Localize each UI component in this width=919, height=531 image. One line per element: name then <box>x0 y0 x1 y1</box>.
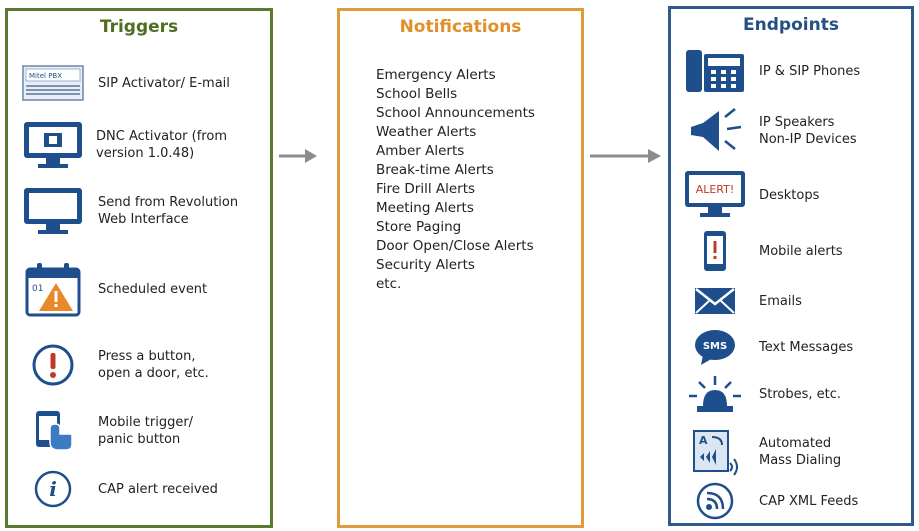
mobile-alert-icon <box>671 229 759 273</box>
trigger-item-sip-activator: Mitel PBX SIP Activator/ E-mail <box>8 63 270 103</box>
desk-phone-icon <box>671 48 759 94</box>
trigger-label: Scheduled event <box>98 281 208 297</box>
endpoints-title: Endpoints <box>743 15 839 35</box>
svg-text:A: A <box>699 434 708 447</box>
svg-text:SMS: SMS <box>703 341 727 352</box>
notification-item: Fire Drill Alerts <box>376 181 476 197</box>
trigger-item-cap-alert: i CAP alert received <box>8 469 270 509</box>
endpoint-label: Automated Mass Dialing <box>759 436 842 468</box>
notification-item: Break-time Alerts <box>376 162 494 178</box>
envelope-icon <box>671 286 759 316</box>
svg-text:i: i <box>49 477 57 501</box>
triggers-title: Triggers <box>99 17 179 37</box>
strobe-light-icon <box>671 374 759 414</box>
endpoint-label: Mobile alerts <box>759 243 843 259</box>
trigger-label: Mobile trigger/ panic button <box>98 415 194 447</box>
endpoint-label: Desktops <box>759 187 820 203</box>
rss-feed-icon <box>671 481 759 521</box>
exclamation-circle-icon <box>8 343 98 387</box>
calendar-warning-icon: 01 <box>8 261 98 317</box>
triggers-panel: Triggers Mitel PBX SIP Activator/ E-mail <box>5 8 273 528</box>
endpoint-item-desktops: ALERT! Desktops <box>671 169 911 221</box>
trigger-item-dnc-activator: DNC Activator (from version 1.0.48) <box>8 119 270 171</box>
svg-text:ALERT!: ALERT! <box>696 183 735 196</box>
notification-item: School Bells <box>376 86 458 102</box>
pbx-device-icon: Mitel PBX <box>8 65 98 101</box>
trigger-label: CAP alert received <box>98 481 218 497</box>
notifications-list: Emergency Alerts School Bells School Ann… <box>376 66 535 294</box>
svg-text:01: 01 <box>32 284 43 294</box>
trigger-label: Press a button, open a door, etc. <box>98 349 209 381</box>
trigger-item-mobile-trigger: Mobile trigger/ panic button <box>8 407 270 455</box>
notifications-panel: Notifications Emergency Alerts School Be… <box>337 8 584 528</box>
notification-item: School Announcements <box>376 105 535 121</box>
endpoint-item-mobile-alerts: Mobile alerts <box>671 229 911 273</box>
notifications-title: Notifications <box>399 17 522 37</box>
endpoint-label: IP Speakers Non-IP Devices <box>759 115 857 147</box>
endpoint-item-text-messages: SMS Text Messages <box>671 327 911 367</box>
endpoint-item-mass-dialing: A Automated Mass Dialing <box>671 427 911 477</box>
desktop-alert-icon: ALERT! <box>671 169 759 221</box>
endpoint-item-emails: Emails <box>671 283 911 319</box>
endpoints-panel: Endpoints IP & SIP Phones <box>668 6 914 526</box>
sms-bubble-icon: SMS <box>671 327 759 367</box>
endpoint-item-ip-speakers: IP Speakers Non-IP Devices <box>671 105 911 157</box>
trigger-label: Send from Revolution Web Interface <box>98 195 239 227</box>
endpoint-item-ip-phones: IP & SIP Phones <box>671 47 911 95</box>
trigger-label: DNC Activator (from version 1.0.48) <box>96 129 227 161</box>
endpoint-label: Strobes, etc. <box>759 386 842 402</box>
mass-dialing-icon: A <box>671 427 759 477</box>
arrow-triggers-to-notifications <box>279 149 317 163</box>
endpoint-label: CAP XML Feeds <box>759 493 859 509</box>
monitor-icon <box>8 186 98 236</box>
info-circle-icon: i <box>8 469 98 509</box>
notification-item: Door Open/Close Alerts <box>376 238 534 254</box>
monitor-dnc-icon <box>8 120 98 170</box>
notification-item: etc. <box>376 276 402 292</box>
trigger-label: SIP Activator/ E-mail <box>98 75 230 91</box>
trigger-item-press-button: Press a button, open a door, etc. <box>8 343 270 387</box>
endpoint-item-cap-xml: CAP XML Feeds <box>671 481 911 521</box>
notification-item: Security Alerts <box>376 257 475 273</box>
endpoint-label: IP & SIP Phones <box>759 63 861 79</box>
speaker-icon <box>671 107 759 155</box>
notification-item: Meeting Alerts <box>376 200 474 216</box>
svg-text:Mitel PBX: Mitel PBX <box>29 72 62 80</box>
endpoint-label: Emails <box>759 293 802 309</box>
notification-item: Weather Alerts <box>376 124 477 140</box>
notification-item: Store Paging <box>376 219 462 235</box>
trigger-item-web-interface: Send from Revolution Web Interface <box>8 186 270 236</box>
mobile-touch-icon <box>8 408 98 454</box>
trigger-item-scheduled-event: 01 Scheduled event <box>8 261 270 317</box>
endpoint-label: Text Messages <box>759 339 854 355</box>
arrow-notifications-to-endpoints <box>590 149 661 163</box>
notification-item: Amber Alerts <box>376 143 465 159</box>
notification-item: Emergency Alerts <box>376 67 496 83</box>
endpoint-item-strobes: Strobes, etc. <box>671 373 911 415</box>
